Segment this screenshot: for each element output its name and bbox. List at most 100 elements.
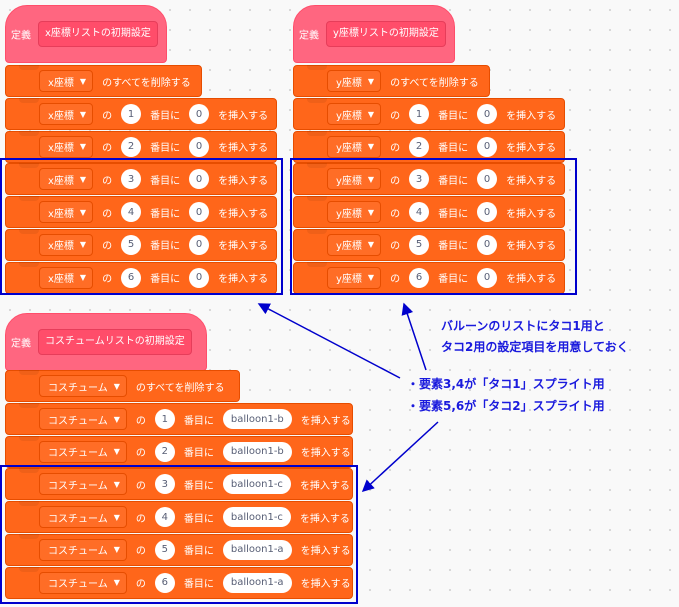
delete-all-block[interactable]: コスチューム▼ のすべてを削除する <box>5 370 240 402</box>
index-input[interactable]: 2 <box>154 441 175 462</box>
item-value-input[interactable]: balloon1-c <box>222 474 291 495</box>
item-value-input[interactable]: 0 <box>477 202 498 223</box>
arrow-to-y <box>401 302 427 371</box>
item-value-input[interactable]: balloon1-a <box>222 539 292 560</box>
chevron-down-icon: ▼ <box>113 479 120 489</box>
list-dropdown[interactable]: コスチューム▼ <box>39 571 127 594</box>
annotation-bullet2: ・要素5,6が「タコ2」スプライト用 <box>407 399 605 413</box>
list-dropdown[interactable]: コスチューム▼ <box>39 408 127 430</box>
item-value-input[interactable]: 0 <box>477 234 498 255</box>
arrow-to-costume <box>361 421 439 493</box>
block-text: を挿入する <box>506 241 557 253</box>
list-name: y座標 <box>336 110 362 122</box>
index-input[interactable]: 3 <box>409 169 430 190</box>
define-hat-block[interactable]: 定義 コスチュームリストの初期設定 <box>5 313 207 371</box>
block-text: の <box>390 175 401 187</box>
block-text: 番目に <box>438 143 469 155</box>
list-dropdown[interactable]: コスチューム▼ <box>39 375 127 397</box>
item-value-input[interactable]: balloon1-b <box>222 441 292 462</box>
list-dropdown[interactable]: コスチューム▼ <box>39 506 127 529</box>
item-value-input[interactable]: 0 <box>189 234 210 255</box>
list-dropdown[interactable]: x座標▼ <box>39 266 94 289</box>
delete-all-block[interactable]: x座標▼ のすべてを削除する <box>5 65 202 97</box>
chevron-down-icon: ▼ <box>79 207 87 217</box>
delete-all-block[interactable]: y座標▼ のすべてを削除する <box>293 65 490 97</box>
item-value-input[interactable]: 0 <box>189 136 210 157</box>
list-name: x座標 <box>48 175 74 187</box>
index-input[interactable]: 6 <box>409 267 430 288</box>
index-input[interactable]: 6 <box>154 572 175 593</box>
chevron-down-icon: ▼ <box>367 207 375 217</box>
list-dropdown[interactable]: y座標▼ <box>327 201 382 224</box>
index-input[interactable]: 5 <box>409 234 430 255</box>
define-label: 定義 <box>299 30 319 42</box>
item-value-input[interactable]: balloon1-c <box>222 507 291 528</box>
list-dropdown[interactable]: y座標▼ <box>327 266 382 289</box>
define-label: 定義 <box>11 338 31 350</box>
block-text: 番目に <box>438 175 469 187</box>
index-input[interactable]: 6 <box>121 267 142 288</box>
item-value-input[interactable]: balloon1-b <box>222 409 292 429</box>
item-value-input[interactable]: 0 <box>477 136 498 157</box>
list-dropdown[interactable]: x座標▼ <box>39 233 94 256</box>
list-dropdown[interactable]: y座標▼ <box>327 233 382 256</box>
index-input[interactable]: 5 <box>121 234 142 255</box>
list-dropdown[interactable]: x座標▼ <box>39 103 94 125</box>
index-input[interactable]: 4 <box>121 202 142 223</box>
index-input[interactable]: 1 <box>154 409 175 429</box>
block-text: を挿入する <box>218 143 269 155</box>
index-input[interactable]: 1 <box>121 104 142 124</box>
index-input[interactable]: 1 <box>409 104 430 124</box>
index-input[interactable]: 5 <box>154 539 175 560</box>
list-dropdown[interactable]: コスチューム▼ <box>39 538 127 561</box>
list-dropdown[interactable]: y座標▼ <box>327 168 382 191</box>
index-input[interactable]: 2 <box>121 136 142 157</box>
index-input[interactable]: 3 <box>121 169 142 190</box>
list-dropdown[interactable]: x座標▼ <box>39 201 94 224</box>
item-value-input[interactable]: 0 <box>477 104 498 124</box>
index-input[interactable]: 2 <box>409 136 430 157</box>
block-text: を挿入する <box>300 579 351 590</box>
list-dropdown[interactable]: x座標▼ <box>39 135 94 158</box>
list-dropdown[interactable]: コスチューム▼ <box>39 440 127 463</box>
define-hat-block[interactable]: 定義 x座標リストの初期設定 <box>5 5 167 63</box>
index-input[interactable]: 4 <box>409 202 430 223</box>
item-value-input[interactable]: 0 <box>189 104 210 124</box>
item-value-input[interactable]: balloon1-a <box>222 572 292 593</box>
list-dropdown[interactable]: x座標▼ <box>39 70 94 92</box>
annotation-line1: バルーンのリストにタコ1用と <box>441 319 605 333</box>
item-value-input[interactable]: 0 <box>477 267 498 288</box>
define-hat-block[interactable]: 定義 y座標リストの初期設定 <box>293 5 455 63</box>
list-dropdown[interactable]: y座標▼ <box>327 135 382 158</box>
list-dropdown[interactable]: x座標▼ <box>39 168 94 191</box>
item-value-input[interactable]: 0 <box>189 169 210 190</box>
index-input[interactable]: 4 <box>154 507 175 528</box>
list-dropdown[interactable]: y座標▼ <box>327 103 382 125</box>
chevron-down-icon: ▼ <box>367 273 375 282</box>
block-text: 番目に <box>438 208 469 220</box>
list-dropdown[interactable]: コスチューム▼ <box>39 473 127 496</box>
index-input[interactable]: 3 <box>154 474 175 495</box>
item-value-input[interactable]: 0 <box>477 169 498 190</box>
chevron-down-icon: ▼ <box>367 174 375 184</box>
item-value-input[interactable]: 0 <box>189 267 210 288</box>
list-dropdown[interactable]: y座標▼ <box>327 70 382 92</box>
item-value-input[interactable]: 0 <box>189 202 210 223</box>
